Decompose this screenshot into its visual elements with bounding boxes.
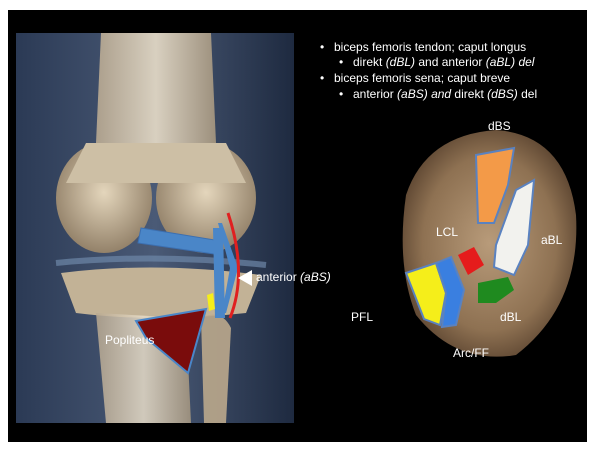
anterior-abs-label: anterior (aBS)	[256, 270, 331, 284]
bullet-4-abbrev-abs: (aBS)	[397, 87, 428, 101]
anterior-text: anterior	[256, 270, 300, 284]
bullet-2-abbrev-abl: (aBL)	[486, 55, 515, 69]
abl-label: aBL	[541, 233, 562, 247]
bullet-4-text-b: direkt	[451, 87, 487, 101]
bullet-1-text: biceps femoris tendon; caput longus	[334, 40, 526, 54]
bullet-2-text-b: and anterior	[415, 55, 486, 69]
arc-ff-label: Arc/FF	[453, 346, 489, 360]
bullet-4-del: del	[518, 87, 537, 101]
dbl-label: dBL	[500, 310, 521, 324]
bullet-4-and: and	[431, 87, 451, 101]
bullet-2-del: del	[518, 55, 534, 69]
bullet-4-abbrev-dbs: (dBS)	[487, 87, 518, 101]
abs-abbrev: (aBS)	[300, 270, 331, 284]
popliteus-label: Popliteus	[105, 333, 154, 347]
knee-3d-render	[16, 33, 294, 423]
dbs-label: dBS	[488, 119, 511, 133]
bullet-2: •direkt (dBL) and anterior (aBL) del	[339, 55, 534, 70]
bullet-4-text-a: anterior	[353, 87, 397, 101]
bullet-4: •anterior (aBS) and direkt (dBS) del	[339, 87, 537, 102]
bullet-3: •biceps femoris sena; caput breve	[320, 71, 510, 86]
bullet-3-text: biceps femoris sena; caput breve	[334, 71, 510, 85]
lcl-label: LCL	[436, 225, 458, 239]
bullet-1: •biceps femoris tendon; caput longus	[320, 40, 526, 55]
bullet-2-text-a: direkt	[353, 55, 386, 69]
bullet-2-abbrev-dbl: (dBL)	[386, 55, 415, 69]
pfl-label: PFL	[351, 310, 373, 324]
